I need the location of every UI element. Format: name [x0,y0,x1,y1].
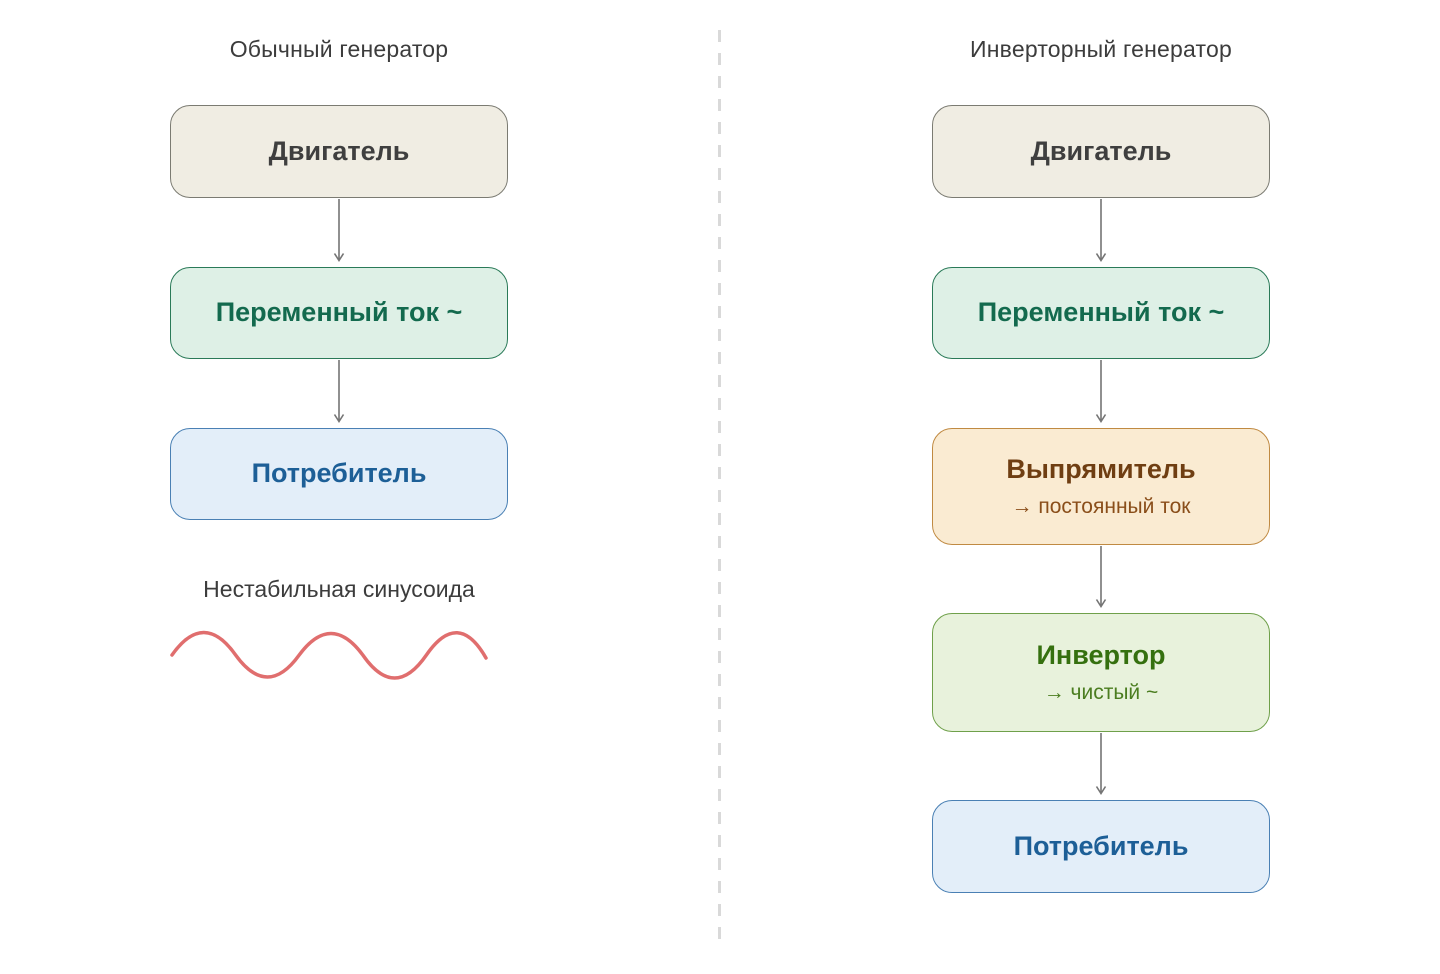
left-panel-title: Обычный генератор [229,36,449,62]
node-engine-right-label: Двигатель [1030,135,1172,166]
node-inverter-sublabel: → чистый ~ [1043,680,1159,704]
node-engine-right: Двигатель [932,105,1270,198]
node-consumer-right: Потребитель [932,800,1270,893]
arrow-down-icon [1095,199,1107,262]
arrow-down-icon [333,199,345,262]
node-inverter: Инвертор → чистый ~ [932,613,1270,732]
node-rectifier: Выпрямитель → постоянный ток [932,428,1270,545]
right-panel-inverter-generator: Инверторный генератор Двигатель Переменн… [932,0,1270,974]
node-ac-current-right-label: Переменный ток ~ [977,297,1225,328]
node-engine-left-label: Двигатель [268,135,410,166]
arrow-down-icon [1095,360,1107,423]
node-consumer-left-label: Потребитель [251,458,427,489]
panel-divider [718,30,721,945]
arrow-down-icon [333,360,345,423]
node-consumer-right-label: Потребитель [1013,830,1189,861]
node-inverter-label: Инвертор [1036,640,1166,671]
node-ac-current-left-label: Переменный ток ~ [215,297,463,328]
node-rectifier-sublabel: → постоянный ток [1011,494,1191,518]
node-engine-left: Двигатель [170,105,508,198]
left-panel-regular-generator: Обычный генератор Двигатель Переменный т… [170,0,508,974]
node-rectifier-label: Выпрямитель [1006,454,1196,485]
unstable-sine-caption: Нестабильная синусоида [203,576,475,602]
node-ac-current-right: Переменный ток ~ [932,267,1270,359]
node-consumer-left: Потребитель [170,428,508,520]
arrow-down-icon [1095,546,1107,608]
right-panel-title: Инверторный генератор [970,36,1232,62]
unstable-sine-wave-icon [170,630,488,680]
node-ac-current-left: Переменный ток ~ [170,267,508,359]
arrow-down-icon [1095,733,1107,795]
